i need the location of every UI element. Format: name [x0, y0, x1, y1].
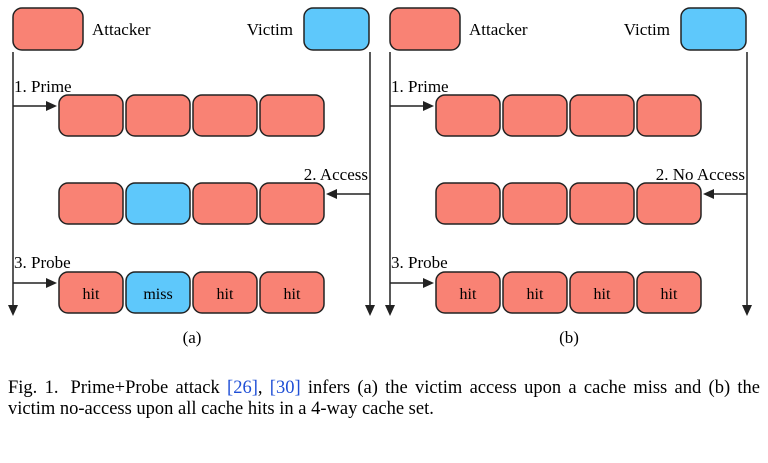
panel-b-step-3-cache-line-4 [636, 271, 702, 314]
panel-a-step-1-cache-line-4 [259, 94, 325, 137]
panel-b-step-2-arrowhead [703, 189, 714, 199]
panel-b-victim-timeline-arrowhead [742, 305, 752, 316]
panel-a-step-3-label: 3. Probe [14, 253, 71, 272]
panel-b-step-2-cache-line-1 [435, 182, 501, 225]
panel-b-step-1-cache-line-3 [569, 94, 635, 137]
panel-a-victim-timeline-arrowhead [365, 305, 375, 316]
panel-b-attacker-box [389, 7, 461, 51]
panel-b-step-2-cache-line-4 [636, 182, 702, 225]
panel-b-step-1-label: 1. Prime [391, 77, 449, 96]
panel-a-step-1-label: 1. Prime [14, 77, 72, 96]
caption-text-1: Prime+Probe attack [70, 378, 228, 398]
panel-b-step-3-arrowhead [423, 278, 434, 288]
panel-b-step-3-cache-line-2-result: hit [527, 286, 544, 303]
panel-a-step-3-cache-line-3-result: hit [217, 286, 234, 303]
panel-a-step-3-cache-line-2-result: miss [143, 286, 172, 303]
panel-a-step-3-cache-line-1-result: hit [83, 286, 100, 303]
panel-a-step-2-label: 2. Access [304, 165, 368, 184]
prime-probe-diagram: Attacker Victim 1. Prime 2. Access 3. Probe h… [8, 7, 752, 347]
figure-label: Fig. 1. [8, 378, 59, 398]
panel-b-step-2-cache-line-2 [502, 182, 568, 225]
panel-a-step-3-arrowhead [46, 278, 57, 288]
panel-b-victim-label: Victim [624, 20, 670, 39]
panel-a-step-2-cache-line-2 [125, 182, 191, 225]
panel-b-step-3-cache-line-1-result: hit [460, 286, 477, 303]
panel-b-attacker-timeline-arrowhead [385, 305, 395, 316]
citation-link-26[interactable]: [26] [227, 378, 258, 398]
panel-b-label: (b) [559, 328, 579, 347]
panel-a-step-2-arrowhead [326, 189, 337, 199]
caption-text-2: , [257, 378, 270, 398]
panel-b-step-1-cache-line-1 [435, 94, 501, 137]
citation-link-30[interactable]: [30] [269, 378, 301, 398]
panel-b-step-2-cache-line-3 [569, 182, 635, 225]
panel-a-step-1-cache-line-3 [192, 94, 258, 137]
panel-a-step-1-cache-line-1 [58, 94, 124, 137]
panel-a-step-1-cache-line-2 [125, 94, 191, 137]
panel-a-step-3-cache-line-2 [125, 271, 191, 314]
panel-a-step-3-cache-line-1 [58, 271, 124, 314]
figure-caption: Fig. 1. Prime+Probe attack [26], [30] inf… [8, 378, 760, 420]
panel-a-step-3-cache-line-3 [192, 271, 258, 314]
panel-b-step-3-cache-line-3-result: hit [594, 286, 611, 303]
panel-b-step-3-label: 3. Probe [391, 253, 448, 272]
panel-b-step-3-cache-line-1 [435, 271, 501, 314]
panel-a-label: (a) [183, 328, 202, 347]
panel-b-step-3-cache-line-2 [502, 271, 568, 314]
panel-b-step-1-cache-line-4 [636, 94, 702, 137]
panel-b-step-1-cache-line-2 [502, 94, 568, 137]
panel-a-attacker-label: Attacker [92, 20, 151, 39]
panel-b-step-1-arrowhead [423, 101, 434, 111]
caption-text-3: infers (a) the victim access upon a cach… [8, 378, 761, 419]
panel-b-step-3-cache-line-4-result: hit [661, 286, 678, 303]
panel-a-victim-box [303, 7, 370, 51]
panel-a-step-3-cache-line-4-result: hit [284, 286, 301, 303]
panel-b-victim-box [680, 7, 747, 51]
panel-a-attacker-timeline-arrowhead [8, 305, 18, 316]
panel-a-attacker-box [12, 7, 84, 51]
panel-a-step-2-cache-line-1 [58, 182, 124, 225]
panel-a-step-1-arrowhead [46, 101, 57, 111]
panel-b-step-3-cache-line-3 [569, 271, 635, 314]
panel-a-step-2-cache-line-4 [259, 182, 325, 225]
panel-a-victim-label: Victim [247, 20, 293, 39]
panel-a-step-3-cache-line-4 [259, 271, 325, 314]
panel-a-step-2-cache-line-3 [192, 182, 258, 225]
panel-b-attacker-label: Attacker [469, 20, 528, 39]
panel-b-step-2-label: 2. No Access [656, 165, 745, 184]
